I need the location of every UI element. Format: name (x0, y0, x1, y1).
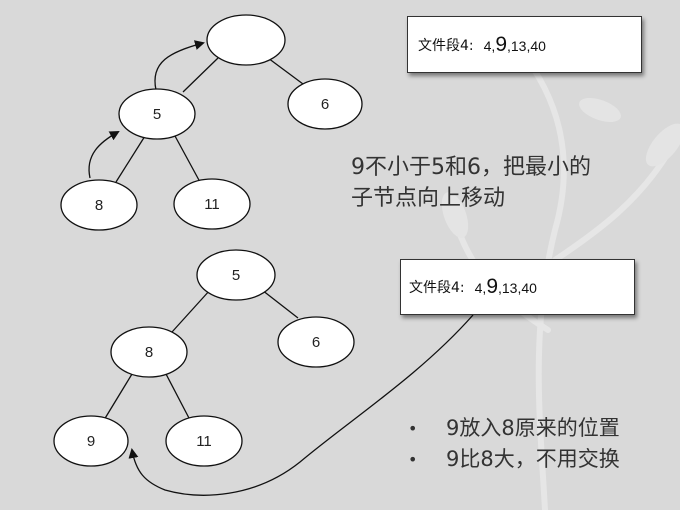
bottom-node-9 (53, 415, 129, 467)
top-node-11-label: 11 (204, 196, 220, 213)
bottom-tree-nodes: 5 8 6 9 11 (53, 249, 355, 467)
file-segment-label: 文件段4: (409, 280, 465, 296)
sequence-current-value: 9 (495, 32, 507, 56)
file-segment-label: 文件段4: (418, 37, 474, 54)
edge-8-9-bottom (103, 373, 133, 421)
edge-5-8-bottom (171, 289, 211, 333)
edge-5-6-bottom (261, 289, 299, 319)
file-segment-box-top: 文件段4: 4,9,13,40 (407, 16, 642, 73)
sequence-prefix: 4, (474, 280, 487, 296)
file-segment-box-bottom: 文件段4: 4,9,13,40 (400, 259, 635, 315)
bullet-marker: • (408, 450, 418, 469)
edge-5-11 (174, 135, 201, 183)
bullet-marker: • (408, 419, 418, 438)
top-node-5-label: 5 (153, 106, 161, 123)
edge-8-11-bottom (165, 373, 191, 421)
bottom-node-9-label: 9 (87, 433, 95, 450)
sequence-suffix: ,13,40 (507, 37, 546, 54)
bullet-text: 9比8大，不用交换 (446, 447, 620, 471)
bottom-node-11 (165, 415, 243, 467)
edge-root-6 (267, 57, 304, 85)
bullet-item: • 9比8大，不用交换 (408, 444, 620, 475)
top-node-8 (60, 179, 138, 231)
sequence-prefix: 4, (483, 37, 496, 54)
bullet-text: 9放入8原来的位置 (446, 416, 620, 440)
arrow-box-to-node-9 (128, 314, 474, 496)
bottom-node-11-label: 11 (196, 433, 212, 450)
top-tree-nodes: 5 6 8 11 (60, 14, 363, 231)
edge-root-5 (182, 57, 219, 93)
step-caption-line-2: 子节点向上移动 (351, 186, 506, 211)
bottom-node-8 (110, 326, 188, 378)
file-segment-sequence: 4,9,13,40 (475, 275, 537, 299)
bottom-node-8-label: 8 (145, 344, 153, 361)
top-node-6-label: 6 (321, 96, 329, 113)
arrow-5-to-root (154, 40, 205, 91)
top-tree-edges (115, 57, 304, 183)
arrow-8-to-5 (88, 131, 120, 179)
sequence-suffix: ,13,40 (498, 280, 537, 296)
bottom-node-6 (277, 316, 355, 368)
bottom-node-6-label: 6 (312, 334, 320, 351)
step-caption-line-1: 9不小于5和6，把最小的 (351, 155, 591, 180)
bottom-node-5-label: 5 (232, 267, 240, 284)
top-node-6 (287, 78, 363, 130)
explanation-bullets: • 9放入8原来的位置 • 9比8大，不用交换 (408, 413, 620, 475)
step-caption: 9不小于5和6，把最小的 子节点向上移动 (351, 152, 591, 214)
edge-5-8 (115, 135, 146, 183)
sequence-current-value: 9 (486, 275, 498, 298)
bottom-tree-edges (103, 289, 299, 421)
bullet-item: • 9放入8原来的位置 (408, 413, 620, 444)
top-node-11 (173, 178, 251, 230)
bottom-node-5 (196, 249, 276, 301)
top-node-8-label: 8 (95, 197, 103, 214)
top-node-root (206, 14, 286, 66)
top-tree-move-arrows (88, 40, 205, 179)
file-segment-sequence: 4,9,13,40 (484, 33, 546, 57)
top-node-5 (118, 88, 196, 140)
